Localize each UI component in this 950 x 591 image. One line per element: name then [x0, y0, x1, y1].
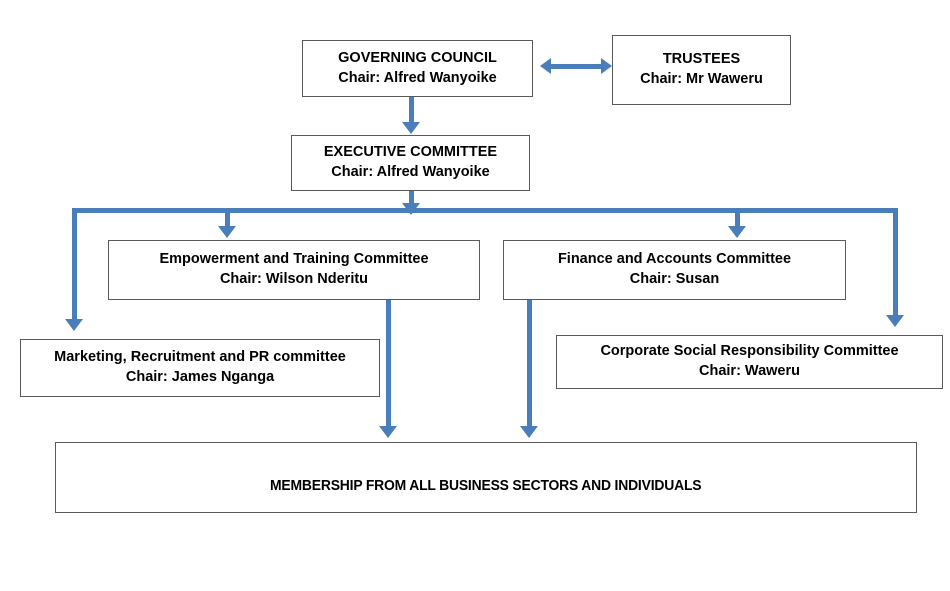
node-finance-accounts-committee-title: Finance and Accounts Committee [557, 251, 792, 268]
node-finance-accounts-committee[interactable]: Finance and Accounts Committee Chair: Su… [503, 240, 846, 300]
connector-distribution-bus [72, 208, 898, 213]
node-governing-council-title: GOVERNING COUNCIL [338, 49, 497, 66]
node-trustees-chair: Chair: Mr Waweru [640, 71, 763, 87]
connector-empowerment-to-membership-line [386, 300, 391, 428]
node-marketing-recruitment-pr-committee-title: Marketing, Recruitment and PR committee [54, 349, 346, 366]
arrow-left-icon [540, 58, 551, 74]
arrow-down-icon [728, 226, 746, 238]
connector-governing-council-trustees-line [551, 64, 601, 69]
arrow-down-icon [402, 122, 420, 134]
arrow-down-icon [886, 315, 904, 327]
node-corporate-social-responsibility-committee-chair: Chair: Waweru [699, 363, 800, 379]
connector-bus-to-csr-line [893, 208, 898, 317]
node-corporate-social-responsibility-committee-title: Corporate Social Responsibility Committe… [600, 343, 899, 360]
node-membership[interactable]: MEMBERSHIP FROM ALL BUSINESS SECTORS AND… [55, 442, 917, 513]
node-governing-council[interactable]: GOVERNING COUNCIL Chair: Alfred Wanyoike [302, 40, 533, 97]
node-empowerment-training-committee-chair: Chair: Wilson Nderitu [219, 271, 369, 287]
node-governing-council-chair: Chair: Alfred Wanyoike [338, 69, 497, 86]
arrow-down-icon [65, 319, 83, 331]
arrow-right-icon [601, 58, 612, 74]
arrow-down-icon [218, 226, 236, 238]
node-corporate-social-responsibility-committee[interactable]: Corporate Social Responsibility Committe… [556, 335, 943, 389]
node-marketing-recruitment-pr-committee[interactable]: Marketing, Recruitment and PR committee … [20, 339, 380, 397]
connector-finance-to-membership-line [527, 300, 532, 428]
connector-bus-to-finance-line [735, 208, 740, 228]
node-executive-committee-chair: Chair: Alfred Wanyoike [331, 164, 490, 180]
node-executive-committee-title: EXECUTIVE COMMITTEE [323, 144, 498, 161]
connector-governing-council-executive-line [409, 97, 414, 124]
node-trustees-title: TRUSTEES [662, 51, 741, 68]
arrow-down-icon [379, 426, 397, 438]
node-empowerment-training-committee[interactable]: Empowerment and Training Committee Chair… [108, 240, 480, 300]
connector-executive-to-bus-line [409, 191, 414, 205]
node-membership-title: MEMBERSHIP FROM ALL BUSINESS SECTORS AND… [270, 478, 702, 494]
connector-bus-to-empowerment-line [225, 208, 230, 228]
node-marketing-recruitment-pr-committee-chair: Chair: James Nganga [125, 369, 275, 385]
arrow-down-icon [520, 426, 538, 438]
connector-bus-to-marketing-line [72, 208, 77, 321]
node-executive-committee[interactable]: EXECUTIVE COMMITTEE Chair: Alfred Wanyoi… [291, 135, 530, 191]
node-empowerment-training-committee-title: Empowerment and Training Committee [159, 251, 429, 268]
arrow-down-icon [402, 203, 420, 215]
node-finance-accounts-committee-chair: Chair: Susan [629, 271, 720, 287]
node-trustees[interactable]: TRUSTEES Chair: Mr Waweru [612, 35, 791, 105]
